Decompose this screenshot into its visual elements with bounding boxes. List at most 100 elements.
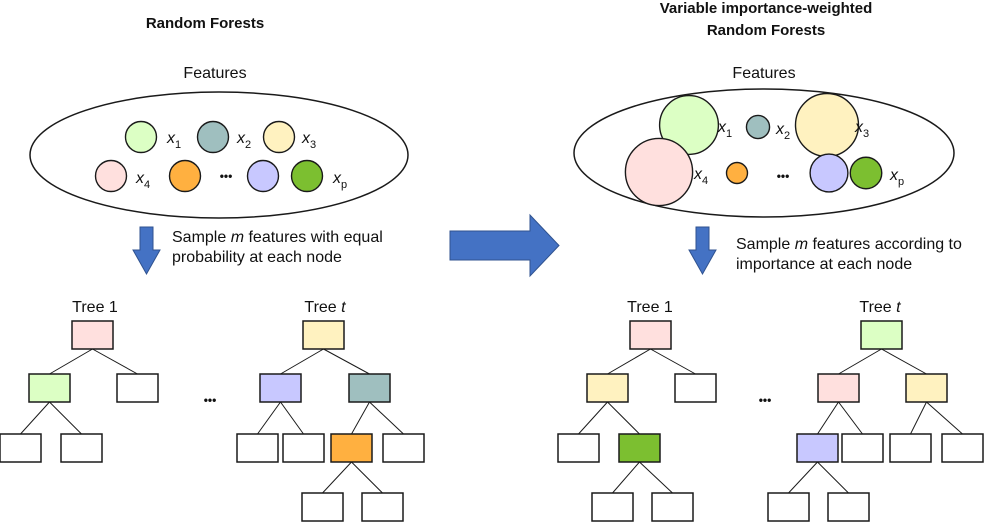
right-title-line2: Random Forests: [707, 22, 825, 39]
trees: [0, 320, 984, 522]
left-feature-circle: [94, 159, 128, 193]
right-feature-circle: [725, 161, 749, 185]
tree-node: [116, 373, 159, 403]
right-feature-label: x3: [854, 119, 869, 140]
right-title-line1: Variable importance-weighted: [660, 0, 873, 17]
tree-node: [382, 433, 425, 463]
right-treet-tree: [767, 320, 984, 522]
tree-node: [591, 492, 634, 522]
tree-edge: [788, 461, 818, 494]
left-feature-label: x4: [135, 170, 150, 191]
tree-node: [905, 373, 948, 403]
right-feature-label: x2: [775, 121, 790, 142]
tree-edge: [817, 461, 849, 494]
tree-node: [361, 492, 404, 522]
right-tree1-tree: [557, 320, 717, 522]
left-treet-label: Tree t: [304, 299, 346, 316]
right-feature-circle: [745, 114, 771, 140]
left-down-arrow-icon: [132, 226, 161, 276]
tree-edge: [369, 401, 404, 435]
right-feature-circle: [658, 94, 720, 156]
tree-node: [827, 492, 870, 522]
left-treet-tree: [236, 320, 425, 522]
transition-arrow-icon: [449, 213, 560, 278]
tree-edge: [650, 348, 696, 375]
tree-node: [817, 373, 860, 403]
tree-node: [796, 433, 839, 463]
tree-node: [60, 433, 103, 463]
tree-node: [302, 320, 345, 350]
tree-edge: [838, 401, 863, 435]
right-features-ellipsis: •••: [777, 169, 790, 183]
tree-node: [236, 433, 279, 463]
tree-edge: [910, 401, 927, 435]
right-feature-label: x4: [693, 166, 708, 187]
left-tree1-tree: [0, 320, 159, 463]
tree-edge: [578, 401, 608, 435]
right-feature-circle: [809, 153, 849, 193]
tree-node: [330, 433, 373, 463]
left-feature-circle: [262, 120, 296, 154]
left-features-ellipsis: •••: [220, 169, 233, 183]
tree-node: [860, 320, 903, 350]
left-feature-label: x1: [166, 130, 181, 151]
left-feature-label: x2: [236, 130, 251, 151]
tree-node: [941, 433, 984, 463]
tree-edge: [257, 401, 281, 435]
tree-edge: [607, 348, 651, 375]
right-trees-ellipsis: •••: [759, 393, 772, 407]
tree-edge: [322, 461, 352, 494]
tree-edge: [607, 401, 640, 435]
tree-node: [618, 433, 661, 463]
tree-edge: [92, 348, 138, 375]
tree-edge: [612, 461, 640, 494]
tree-edge: [881, 348, 927, 375]
right-features-label: Features: [732, 65, 795, 82]
tree-edge: [838, 348, 882, 375]
left-feature-circle: [124, 120, 158, 154]
right-feature-circles: x1 x2 x3 x4 xp: [624, 92, 904, 207]
tree-edge: [280, 401, 304, 435]
right-feature-circle: [794, 92, 860, 158]
tree-node: [674, 373, 717, 403]
tree-edge: [20, 401, 50, 435]
right-feature-label: x1: [717, 119, 732, 140]
right-feature-circle: [849, 156, 883, 190]
left-feature-circle: [168, 159, 202, 193]
tree-edge: [351, 401, 370, 435]
left-feature-pool: [29, 91, 409, 219]
tree-node: [557, 433, 600, 463]
tree-edge: [817, 401, 839, 435]
right-down-arrow-icon: [688, 226, 717, 276]
left-tree1-label: Tree 1: [72, 299, 118, 316]
right-feature-circle: [624, 137, 694, 207]
tree-edge: [49, 348, 93, 375]
tree-edge: [49, 401, 82, 435]
left-sampling-text-line2: probability at each node: [172, 249, 342, 266]
tree-edge: [639, 461, 673, 494]
left-feature-label: xp: [332, 170, 347, 191]
tree-node: [282, 433, 325, 463]
tree-node: [71, 320, 114, 350]
tree-node: [0, 433, 42, 463]
right-treet-label: Tree t: [859, 299, 901, 316]
left-feature-circles: x1 x2 x3 x4 xp: [94, 120, 347, 193]
tree-node: [28, 373, 71, 403]
left-feature-circle: [290, 159, 324, 193]
tree-node: [889, 433, 932, 463]
right-feature-label: xp: [889, 167, 904, 188]
left-feature-label: x3: [301, 130, 316, 151]
left-title: Random Forests: [146, 15, 264, 32]
tree-edge: [323, 348, 370, 375]
tree-node: [767, 492, 810, 522]
tree-node: [586, 373, 629, 403]
tree-node: [651, 492, 694, 522]
tree-node: [629, 320, 672, 350]
left-sampling-text-line1: Sample m features with equal: [172, 229, 383, 246]
left-features-label: Features: [183, 65, 246, 82]
tree-node: [259, 373, 302, 403]
left-feature-circle: [196, 120, 230, 154]
right-sampling-text-line1: Sample m features according to: [736, 236, 962, 253]
tree-edge: [926, 401, 963, 435]
